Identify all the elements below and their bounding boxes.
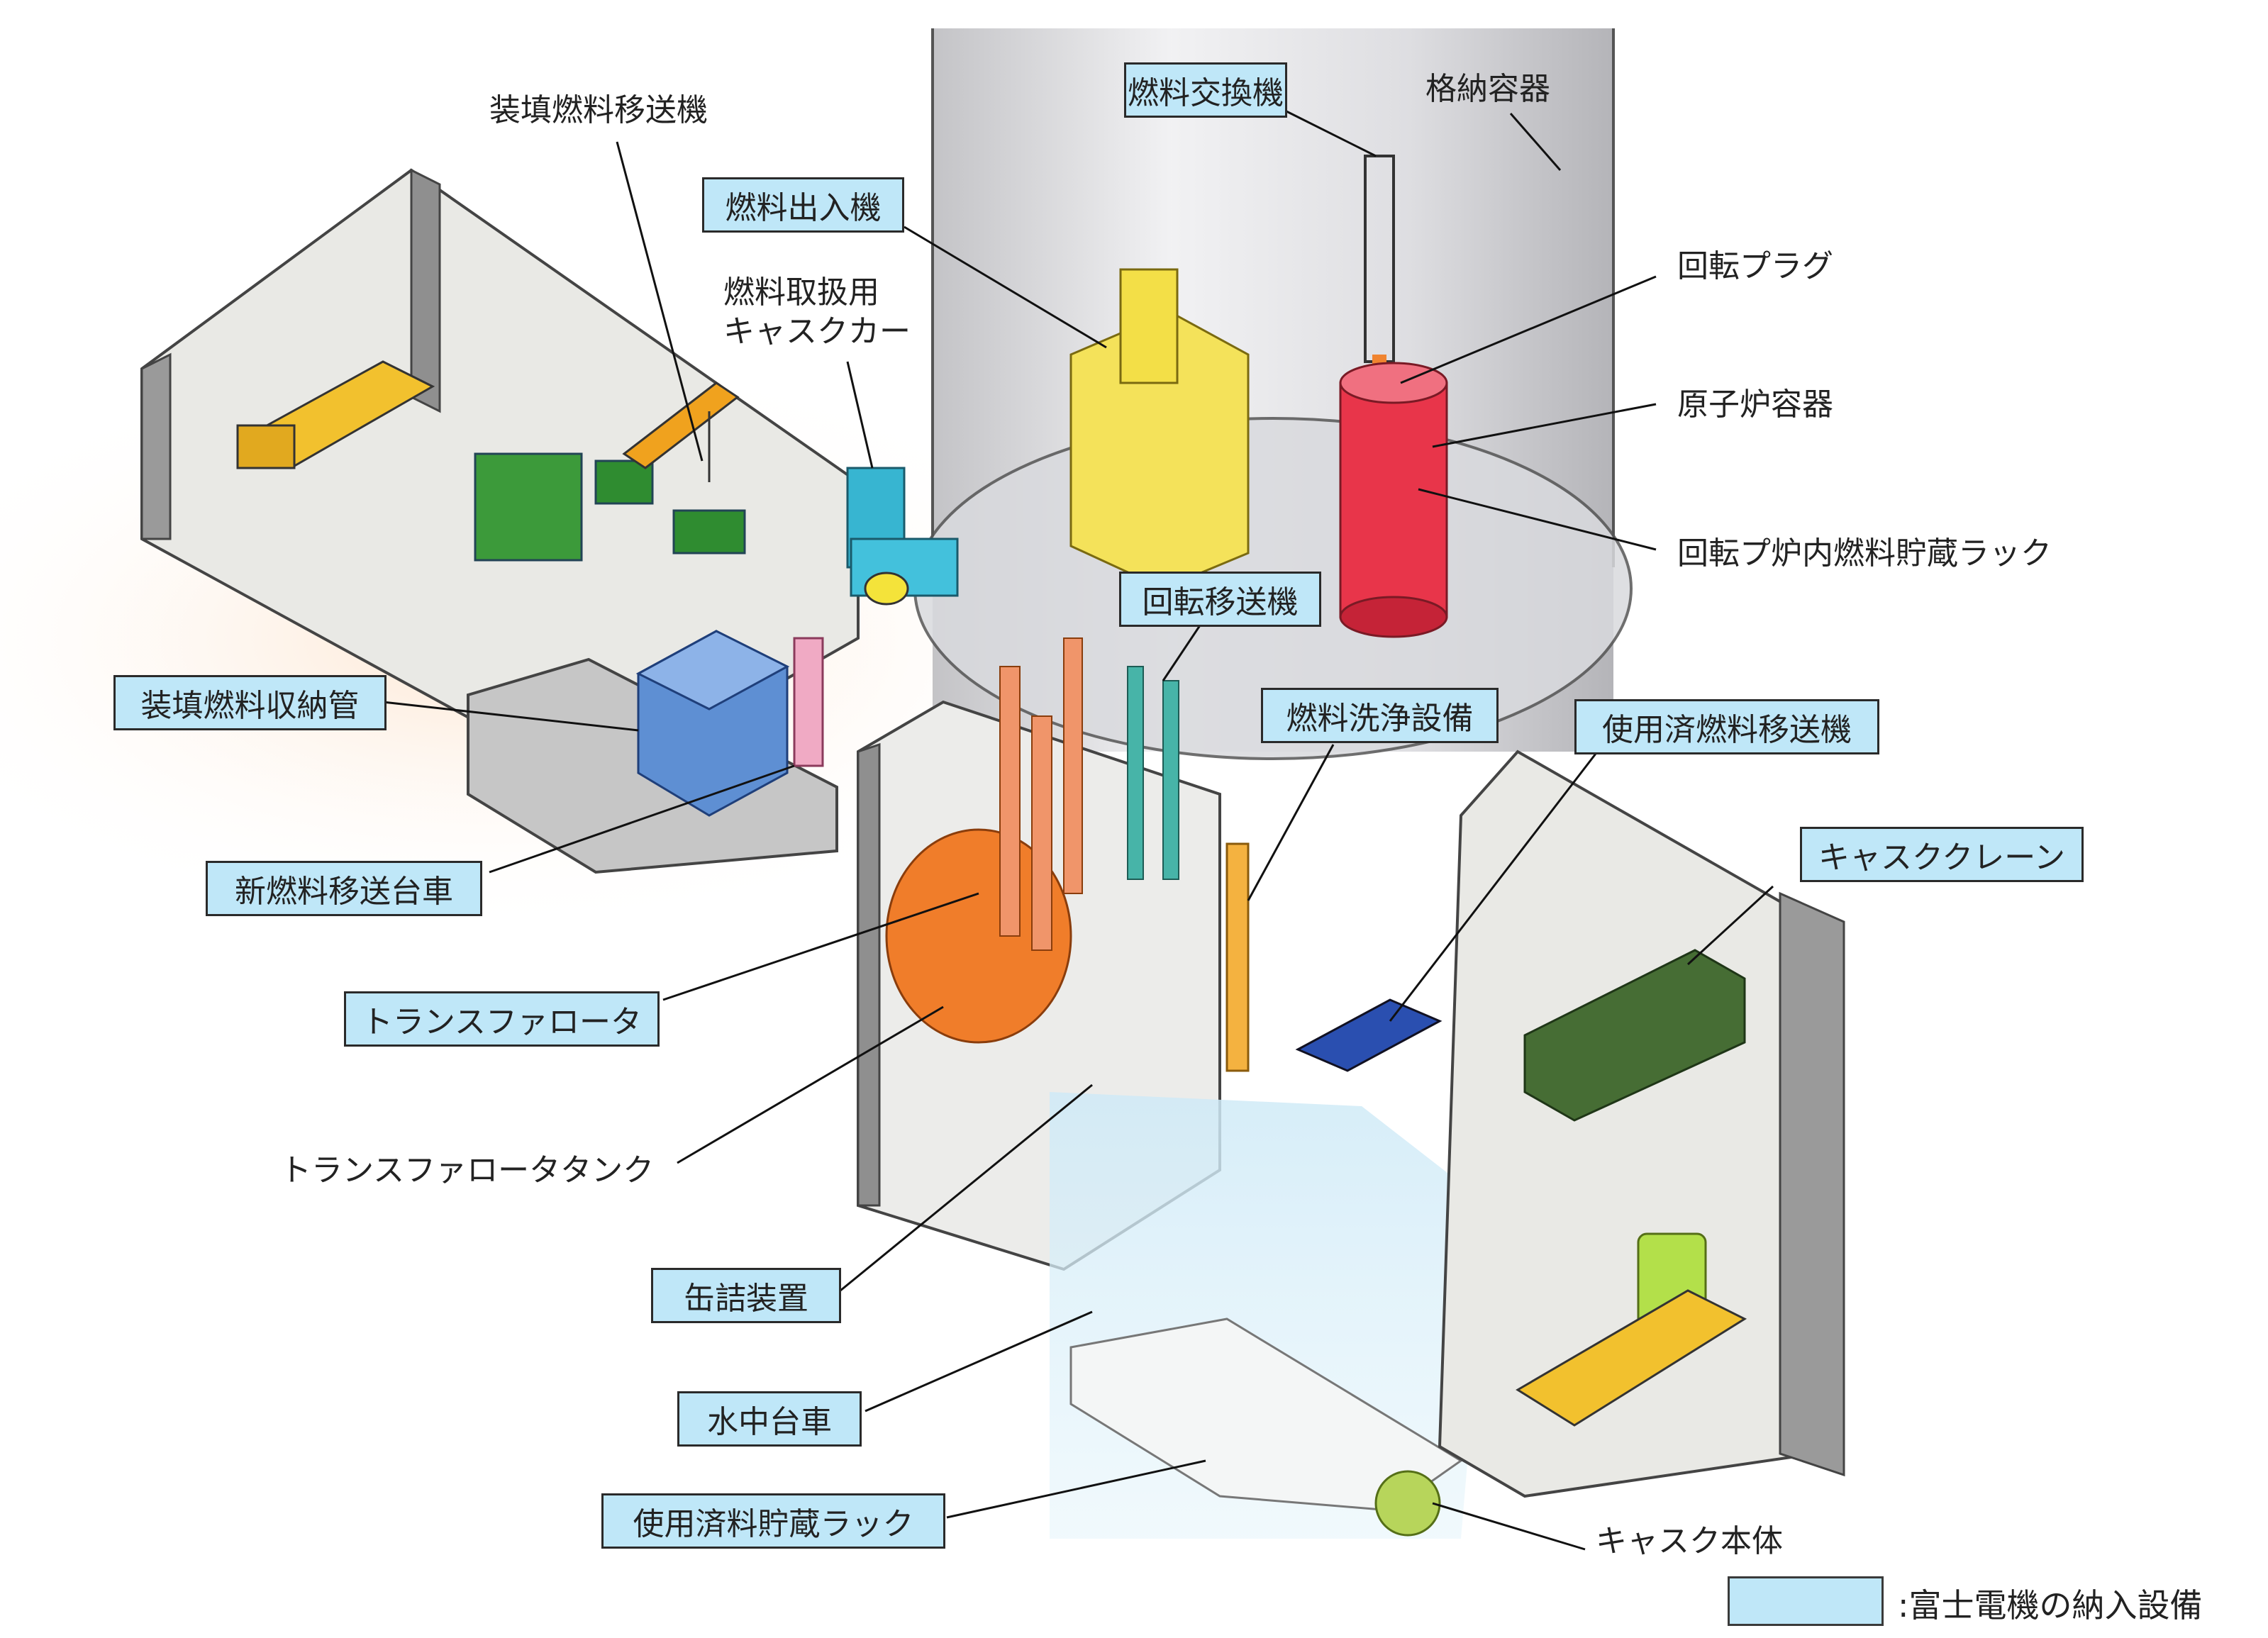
green-storage-block bbox=[474, 452, 583, 562]
loaded-fuel-storage-tubes bbox=[635, 630, 790, 817]
label-canning-device: 缶詰装置 bbox=[651, 1268, 841, 1323]
left-truck bbox=[236, 360, 435, 469]
label-transfer-rotor-tank: トランスファロータタンク bbox=[280, 1152, 655, 1188]
label-transfer-rotor: トランスファロータ bbox=[344, 991, 660, 1047]
label-fuel-exchanger: 燃料交換機 bbox=[1124, 62, 1287, 118]
green-rack bbox=[594, 459, 654, 505]
fuel-washing-model bbox=[1225, 842, 1250, 1072]
label-fuel-washing: 燃料洗浄設備 bbox=[1261, 688, 1499, 743]
label-underwater-cart: 水中台車 bbox=[677, 1391, 862, 1447]
fuel-handling-cask-car bbox=[846, 467, 959, 606]
label-spent-fuel-transfer: 使用済燃料移送機 bbox=[1574, 699, 1879, 754]
label-cask-body: キャスク本体 bbox=[1596, 1523, 1783, 1559]
leader-lines bbox=[382, 108, 1774, 1551]
right-truck bbox=[1516, 1289, 1747, 1427]
cask-body-model bbox=[1374, 1470, 1441, 1537]
label-rotating-plug: 回転プラグ bbox=[1677, 248, 1833, 284]
new-fuel-transfer-cart bbox=[793, 637, 824, 767]
label-reactor-vessel: 原子炉容器 bbox=[1677, 386, 1833, 423]
label-rotating-transfer: 回転移送機 bbox=[1119, 572, 1321, 627]
cask-crane-model bbox=[1523, 949, 1746, 1122]
containment-vessel bbox=[913, 28, 1633, 760]
legend-text: :富士電機の納入設備 bbox=[1898, 1586, 2203, 1625]
label-new-fuel-cart: 新燃料移送台車 bbox=[206, 861, 482, 916]
label-containment: 格納容器 bbox=[1425, 71, 1550, 107]
spent-fuel-transfer-model bbox=[1295, 998, 1442, 1072]
label-cask-crane: キャスククレーン bbox=[1800, 827, 2084, 882]
label-in-vessel-storage-rack: 回転プ炉内燃料貯蔵ラック bbox=[1677, 535, 2052, 572]
spent-fuel-pool bbox=[1050, 1092, 1489, 1539]
fuel-entry-exit-machine bbox=[1069, 268, 1250, 590]
green-rack bbox=[672, 509, 746, 555]
right-building bbox=[1438, 750, 1845, 1498]
rotating-transfer-model bbox=[1127, 666, 1179, 880]
label-spent-storage-rack: 使用済料貯蔵ラック bbox=[601, 1493, 945, 1549]
label-loaded-fuel-transfer: 装填燃料移送機 bbox=[489, 92, 708, 128]
label-fuel-entry-exit: 燃料出入機 bbox=[702, 177, 904, 233]
reactor-vessel-model bbox=[1339, 362, 1448, 638]
transfer-rotor-model bbox=[885, 637, 1083, 1044]
legend-swatch bbox=[1728, 1576, 1884, 1626]
label-cask-car: 燃料取扱用 キャスクカー bbox=[723, 274, 911, 350]
loaded-fuel-transfer-crane bbox=[622, 381, 740, 482]
label-loaded-fuel-tubes: 装填燃料収納管 bbox=[113, 675, 387, 730]
